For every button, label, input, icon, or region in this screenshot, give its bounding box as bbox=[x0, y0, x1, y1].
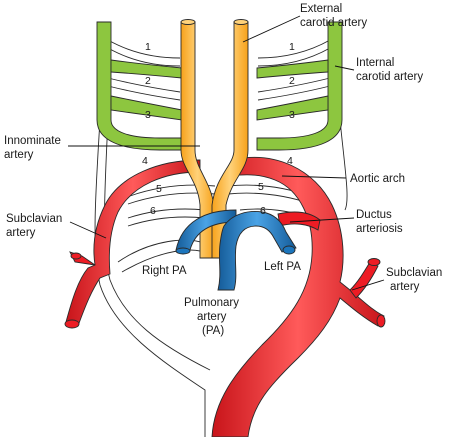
pulmonary-label-line3: (PA) bbox=[202, 325, 224, 337]
internal-carotid-label-line2: carotid artery bbox=[356, 71, 423, 83]
subclavian-left-label-line1: Subclavian bbox=[6, 213, 62, 225]
external-carotid-label-line2: carotid artery bbox=[300, 17, 367, 29]
arch-number-5-right: 5 bbox=[258, 181, 264, 193]
subclavian-left-label-line2: artery bbox=[6, 227, 36, 239]
arch-number-2-right: 2 bbox=[289, 75, 295, 87]
vessel-labels: External carotid artery Internal carotid… bbox=[4, 3, 442, 337]
arch-number-4-right: 4 bbox=[287, 155, 293, 167]
arch-number-1-left: 1 bbox=[145, 41, 151, 53]
arch-number-3-left: 3 bbox=[145, 109, 151, 121]
pulmonary-arteries bbox=[175, 209, 297, 291]
external-carotid-label-line1: External bbox=[300, 3, 342, 15]
innominate-label-line2: artery bbox=[4, 149, 34, 161]
subclavian-right-label-line1: Subclavian bbox=[386, 267, 442, 279]
right-pa-label: Right PA bbox=[142, 265, 187, 277]
arch-number-4-left: 4 bbox=[142, 155, 148, 167]
aortic-arch-label: Aortic arch bbox=[350, 173, 405, 185]
arch-number-5-left: 5 bbox=[156, 183, 162, 195]
ductus-label-line1: Ductus bbox=[356, 209, 392, 221]
internal-carotid-arteries bbox=[96, 21, 343, 151]
pulmonary-label-line2: artery bbox=[197, 311, 227, 323]
arch-number-6-left: 6 bbox=[150, 205, 156, 217]
leader-lines bbox=[68, 15, 385, 291]
aortic-arch-vessels bbox=[64, 156, 386, 438]
arch-numbers: 1 2 3 1 2 3 4 4 5 5 6 6 bbox=[142, 41, 295, 217]
arch-number-6-right: 6 bbox=[260, 205, 266, 217]
ductus-label-line2: arteriosis bbox=[356, 223, 403, 235]
internal-carotid-label-line1: Internal bbox=[356, 57, 394, 69]
innominate-label-line1: Innominate bbox=[4, 135, 61, 147]
arch-outlines bbox=[94, 39, 348, 437]
arch-number-2-left: 2 bbox=[145, 75, 151, 87]
pulmonary-label-line1: Pulmonary bbox=[184, 297, 239, 309]
left-pa-label: Left PA bbox=[264, 261, 301, 273]
subclavian-right-label-line2: artery bbox=[390, 281, 420, 293]
arch-number-3-right: 3 bbox=[289, 109, 295, 121]
arch-number-1-right: 1 bbox=[289, 41, 295, 53]
